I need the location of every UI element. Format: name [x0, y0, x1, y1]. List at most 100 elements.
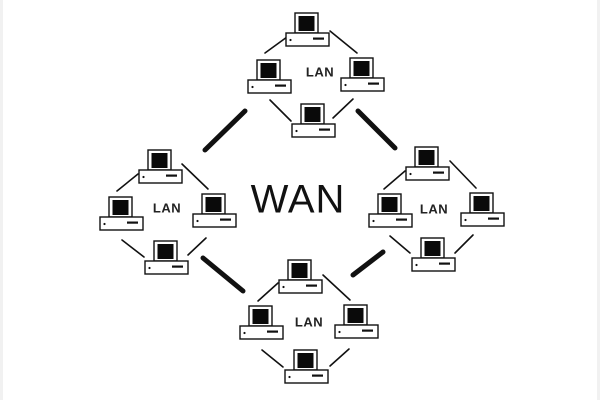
desktop-computer-icon [334, 304, 379, 339]
computer-case [340, 77, 385, 92]
power-led [142, 175, 145, 179]
drive-slot [172, 265, 183, 268]
lan-left-cluster [99, 149, 237, 275]
desktop-computer-icon [239, 305, 284, 340]
computer-case [138, 169, 183, 184]
power-led [243, 331, 246, 335]
lan-link [257, 282, 279, 302]
drive-slot [439, 262, 450, 265]
monitor-screen [260, 63, 277, 78]
lan-link [121, 239, 145, 258]
lan-link [383, 170, 406, 190]
monitor-screen [297, 353, 314, 368]
power-led [103, 222, 106, 226]
computer-case [192, 213, 237, 228]
monitor-screen [291, 263, 308, 278]
monitor-screen [304, 107, 321, 122]
wan-link-lan-top-to-lan-left [202, 108, 248, 153]
computer-case [368, 213, 413, 228]
monitor-screen [157, 244, 174, 259]
drive-slot [433, 171, 444, 174]
lan-link [329, 348, 350, 367]
drive-slot [220, 218, 231, 221]
drive-slot [275, 84, 286, 87]
computer-case [291, 123, 336, 138]
power-led [196, 219, 199, 223]
lan-link [187, 237, 207, 256]
computer-case [405, 166, 450, 181]
power-led [338, 330, 341, 334]
power-led [148, 266, 151, 270]
desktop-computer-icon [144, 240, 189, 275]
wan-label: WAN [250, 177, 346, 222]
desktop-computer-icon [192, 193, 237, 228]
power-led [344, 83, 347, 87]
computer-case [239, 325, 284, 340]
lan-label-bottom: LAN [294, 314, 324, 330]
lan-label-top: LAN [305, 64, 335, 80]
lan-top-cluster [247, 12, 385, 138]
desktop-computer-icon [460, 192, 505, 227]
drive-slot [396, 218, 407, 221]
wan-link-lan-left-to-lan-bottom [200, 255, 246, 294]
lan-link [449, 160, 477, 189]
lan-right-cluster [368, 146, 505, 272]
monitor-screen [298, 16, 315, 31]
computer-case [144, 260, 189, 275]
monitor-screen [353, 61, 370, 76]
desktop-computer-icon [411, 237, 456, 272]
power-led [372, 219, 375, 223]
drive-slot [306, 284, 317, 287]
lan-label-right: LAN [419, 201, 449, 217]
computer-case [334, 324, 379, 339]
monitor-screen [205, 197, 222, 212]
lan-link [264, 36, 288, 54]
power-led [251, 85, 254, 89]
monitor-screen [381, 197, 398, 212]
monitor-screen [418, 150, 435, 165]
computer-case [460, 212, 505, 227]
desktop-computer-icon [291, 103, 336, 138]
drive-slot [127, 221, 138, 224]
desktop-computer-icon [99, 196, 144, 231]
lan-link [329, 30, 358, 54]
desktop-computer-icon [405, 146, 450, 181]
desktop-computer-icon [278, 259, 323, 294]
monitor-screen [252, 309, 269, 324]
lan-link [389, 235, 411, 254]
lan-link [116, 173, 139, 192]
drive-slot [267, 330, 278, 333]
power-led [415, 263, 418, 267]
drive-slot [319, 128, 330, 131]
wan-link-lan-top-to-lan-right [355, 108, 398, 151]
wan-link-lan-right-to-lan-bottom [350, 249, 386, 278]
wan-links [200, 108, 398, 294]
lan-link [181, 163, 209, 190]
desktop-computer-icon [247, 59, 292, 94]
power-led [464, 218, 467, 222]
computer-case [284, 369, 329, 384]
drive-slot [362, 329, 373, 332]
desktop-computer-icon [368, 193, 413, 228]
computer-case [278, 279, 323, 294]
desktop-computer-icon [138, 149, 183, 184]
monitor-screen [473, 196, 490, 211]
power-led [409, 172, 412, 176]
desktop-computer-icon [284, 349, 329, 384]
computer-case [99, 216, 144, 231]
monitor-screen [151, 153, 168, 168]
power-led [295, 129, 298, 133]
power-led [288, 375, 291, 379]
drive-slot [313, 37, 324, 40]
lan-label-left: LAN [152, 200, 182, 216]
drive-slot [312, 374, 323, 377]
computer-case [411, 257, 456, 272]
lan-link [269, 99, 292, 122]
lan-link [454, 234, 474, 254]
monitor-screen [112, 200, 129, 215]
desktop-computer-icon [340, 57, 385, 92]
monitor-screen [424, 241, 441, 256]
monitor-screen [347, 308, 364, 323]
desktop-computer-icon [285, 12, 330, 47]
